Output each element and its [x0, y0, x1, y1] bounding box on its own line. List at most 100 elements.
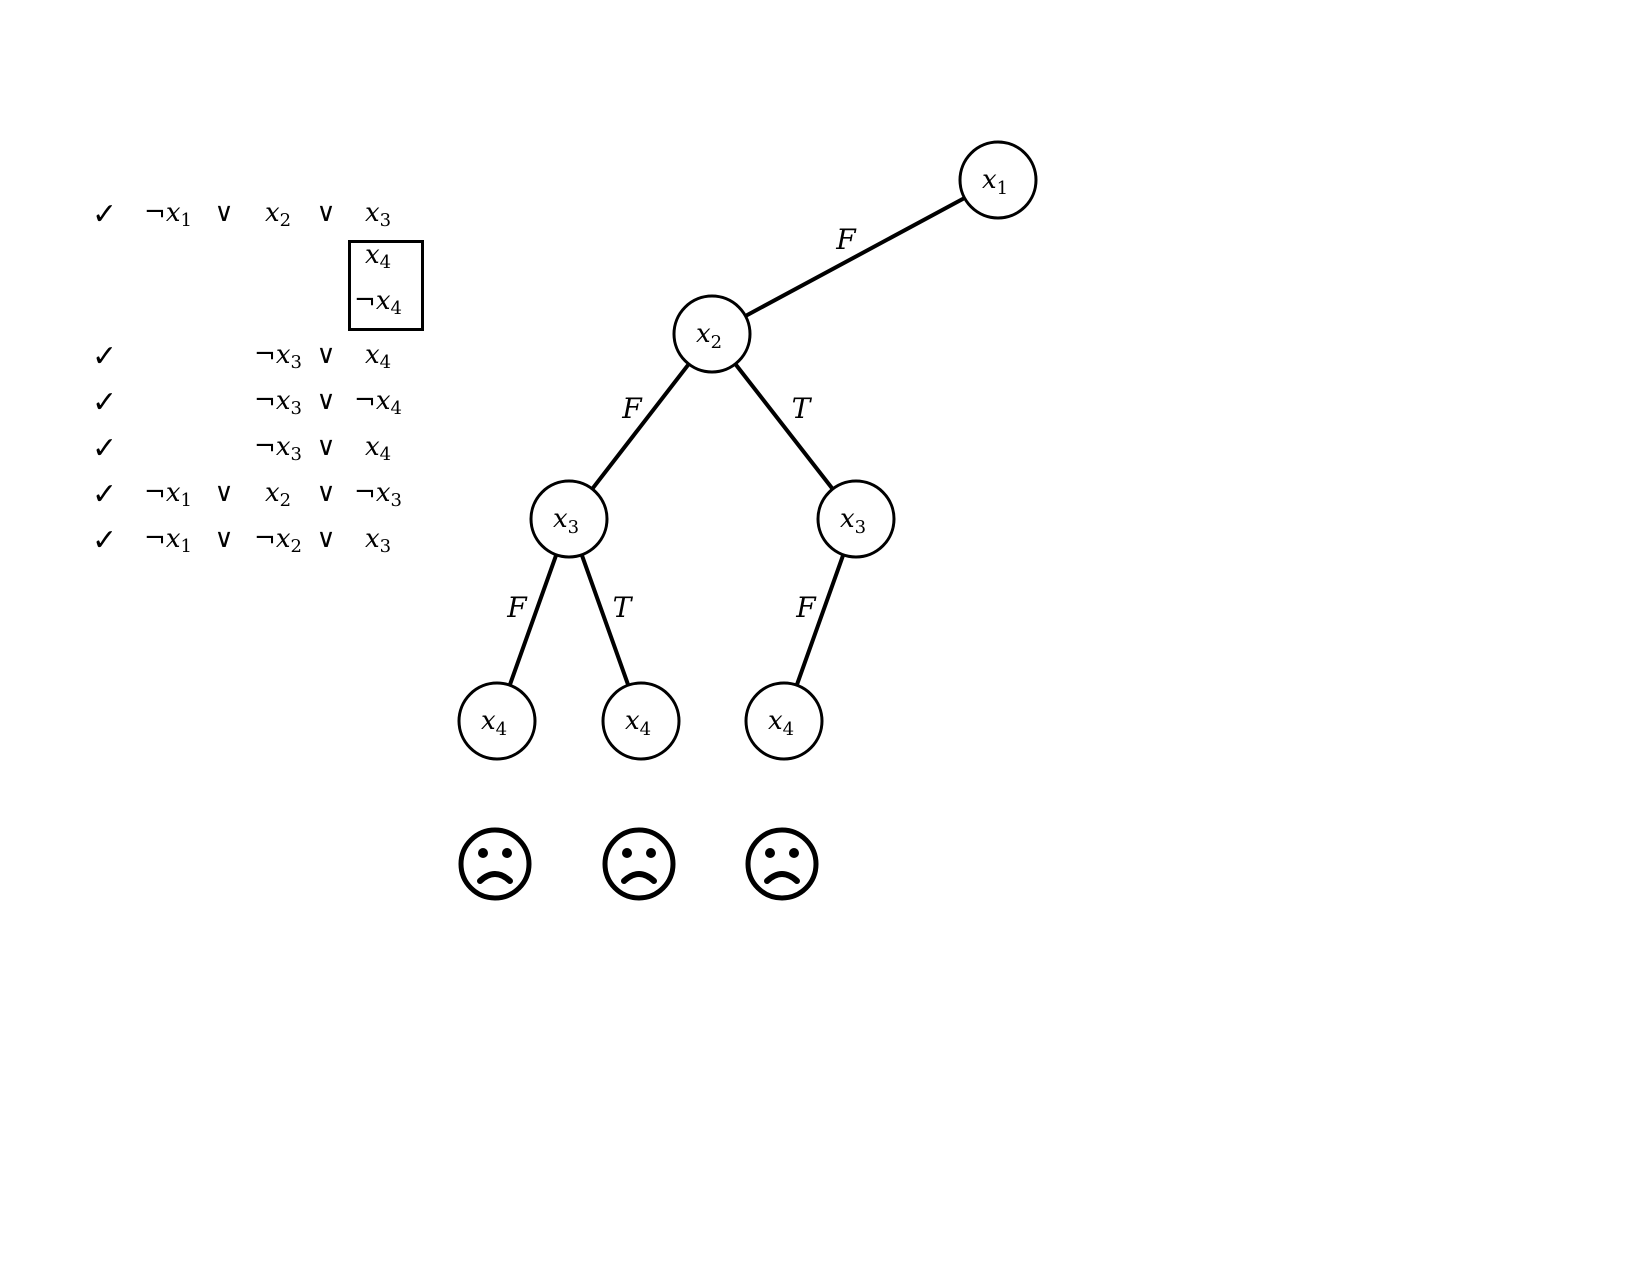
or-operator: ∨	[214, 478, 234, 508]
variable-index: 3	[379, 536, 392, 557]
node-circle	[744, 681, 824, 761]
clause-literal: ¬x1	[144, 198, 192, 236]
variable-index: 2	[279, 490, 292, 511]
negation-symbol: ¬	[254, 432, 276, 462]
variable-name: x	[553, 504, 568, 534]
tree-node: x4	[744, 681, 824, 761]
clause-literal: ¬x3	[354, 478, 402, 516]
clause-literal: x3	[365, 524, 391, 562]
sad-face-icon	[602, 827, 676, 901]
variable-name: x	[264, 478, 280, 508]
variable-name: x	[375, 286, 391, 316]
variable-index: 3	[290, 444, 302, 465]
or-operator: ∨	[214, 524, 234, 554]
node-circle	[672, 294, 752, 374]
variable-name: x	[275, 386, 291, 416]
node-label: x2	[696, 319, 722, 353]
variable-index: 3	[379, 210, 392, 231]
or-operator: ∨	[316, 432, 336, 462]
negation-symbol: ¬	[254, 386, 276, 416]
clause-literal: ¬x2	[254, 524, 302, 562]
tree-edge	[733, 361, 835, 492]
check-mark-icon: ✓	[92, 385, 118, 420]
node-label: x1	[982, 165, 1008, 199]
negation-symbol: ¬	[354, 478, 376, 508]
negation-symbol: ¬	[254, 524, 276, 554]
edge-label: F	[835, 223, 857, 256]
tree-node: x3	[529, 479, 609, 559]
or-operator: ∨	[316, 198, 336, 228]
variable-index: 4	[390, 398, 402, 419]
node-label: x3	[553, 504, 579, 538]
clause-literal: x4	[365, 432, 391, 470]
edge-label: F	[621, 392, 643, 425]
variable-name: x	[165, 524, 181, 554]
variable-index: 1	[180, 210, 192, 231]
tree-node: x3	[816, 479, 896, 559]
variable-name: x	[768, 706, 783, 736]
variable-name: x	[364, 432, 380, 462]
variable-name: x	[481, 706, 496, 736]
variable-name: x	[264, 198, 280, 228]
tree-node: x2	[672, 294, 752, 374]
variable-index: 2	[290, 536, 302, 557]
clause-literal: x3	[365, 198, 391, 236]
negation-symbol: ¬	[144, 478, 166, 508]
sad-face-icon	[458, 827, 532, 901]
node-circle	[816, 479, 896, 559]
variable-index: 2	[279, 210, 292, 231]
clause-literal: ¬x4	[354, 386, 402, 424]
clause-literal: x4	[365, 340, 391, 378]
variable-name: x	[364, 340, 380, 370]
tree-edge	[507, 552, 559, 688]
variable-name: x	[375, 478, 391, 508]
variable-name: x	[375, 386, 391, 416]
variable-name: x	[982, 165, 997, 195]
variable-index: 3	[390, 490, 402, 511]
node-label: x3	[840, 504, 866, 538]
check-mark-icon: ✓	[92, 339, 118, 374]
negation-symbol: ¬	[144, 524, 166, 554]
clause-literal: ¬x3	[254, 340, 302, 378]
tree-node: x1	[958, 140, 1038, 220]
variable-name: x	[364, 240, 380, 270]
negation-symbol: ¬	[354, 286, 376, 316]
node-label: x4	[768, 706, 794, 740]
variable-index: 1	[997, 178, 1008, 199]
variable-index: 4	[496, 719, 507, 740]
tree-node: x4	[457, 681, 537, 761]
check-mark-icon: ✓	[92, 197, 118, 232]
variable-name: x	[840, 504, 855, 534]
clause-literal: x2	[265, 198, 291, 236]
variable-name: x	[275, 340, 291, 370]
or-operator: ∨	[316, 340, 336, 370]
negation-symbol: ¬	[144, 198, 166, 228]
clause-literal: x2	[265, 478, 291, 516]
conflict-literal: x4	[365, 240, 391, 278]
clause-literal: ¬x1	[144, 524, 192, 562]
variable-name: x	[275, 524, 291, 554]
or-operator: ∨	[316, 524, 336, 554]
variable-index: 3	[855, 517, 866, 538]
negation-symbol: ¬	[254, 340, 276, 370]
node-circle	[457, 681, 537, 761]
tree-edge	[794, 552, 846, 688]
variable-name: x	[165, 198, 181, 228]
edge-label: T	[613, 591, 634, 624]
or-operator: ∨	[316, 478, 336, 508]
variable-index: 4	[783, 719, 794, 740]
tree-edge	[579, 552, 631, 688]
clause-list: ✓¬x1∨x2∨x3✓¬x3∨x4✓¬x3∨¬x4✓¬x3∨x4✓¬x1∨x2∨…	[0, 0, 460, 600]
edge-label: F	[795, 591, 817, 624]
or-operator: ∨	[316, 386, 336, 416]
negation-symbol: ¬	[354, 386, 376, 416]
variable-index: 4	[379, 352, 392, 373]
clause-literal: ¬x3	[254, 432, 302, 470]
check-mark-icon: ✓	[92, 523, 118, 558]
conflict-box	[348, 240, 424, 331]
variable-index: 4	[379, 444, 392, 465]
or-operator: ∨	[214, 198, 234, 228]
variable-index: 4	[379, 252, 392, 273]
node-circle	[601, 681, 681, 761]
